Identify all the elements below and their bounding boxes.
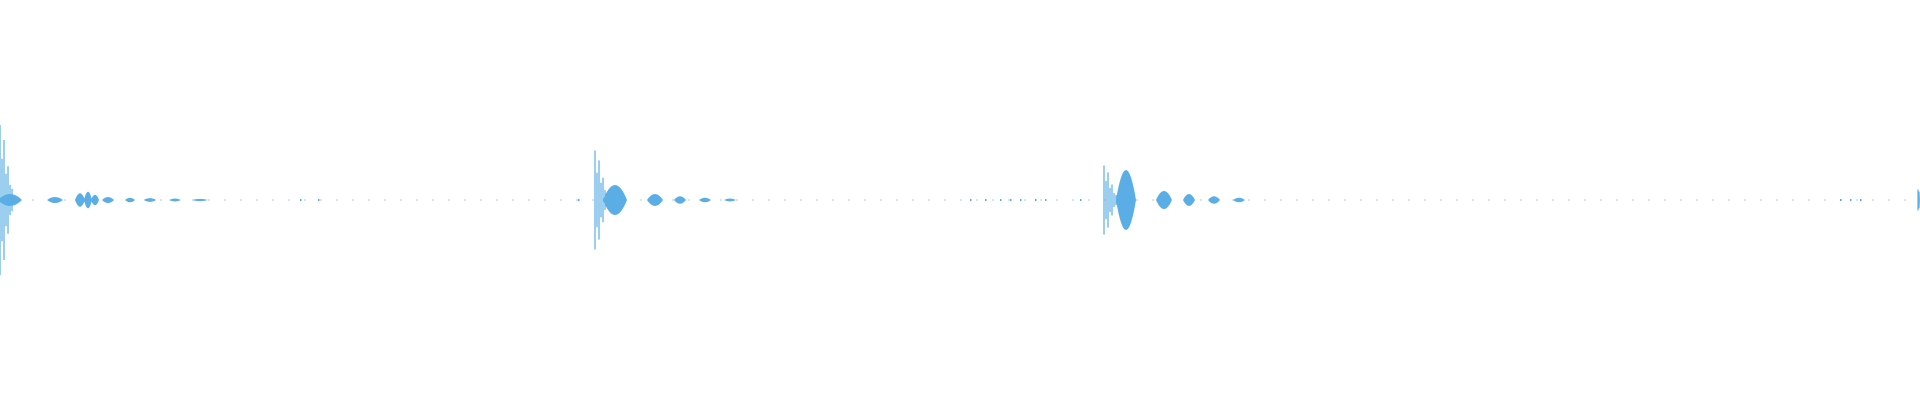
noise-dot-1 [318, 199, 320, 201]
transient-1-decay-9 [192, 198, 208, 202]
transient-1-decay-5 [102, 197, 114, 203]
transient-2-decay-2 [674, 196, 686, 204]
transient-3-decay-0 [1116, 170, 1136, 230]
noise-dot-0 [300, 199, 302, 201]
noise-dot-3 [970, 199, 972, 201]
noise-dot-4 [985, 199, 987, 201]
noise-dot-9 [1045, 199, 1047, 201]
noise-dot-7 [1020, 199, 1022, 201]
transient-3-decay-3 [1208, 196, 1220, 204]
transient-2-decay-3 [699, 197, 711, 203]
noise-dot-13 [1860, 199, 1862, 201]
transient-1-decay-0 [0, 194, 22, 206]
transient-3-decay-2 [1183, 194, 1195, 206]
transient-1-decay-7 [144, 198, 156, 202]
waveform-group [0, 125, 1920, 275]
noise-dot-11 [1840, 199, 1842, 201]
transient-1-decay-3 [84, 191, 92, 209]
transient-3-decay-4 [1233, 197, 1245, 203]
transient-1-decay-2 [75, 193, 85, 207]
noise-dot-5 [1000, 199, 1002, 201]
transient-1-decay-8 [169, 198, 181, 202]
transient-1-decay-1 [47, 197, 63, 203]
noise-dot-6 [1010, 199, 1012, 201]
noise-dot-2 [578, 199, 580, 201]
transient-2-decay-0 [603, 185, 627, 215]
transient-1-decay-4 [91, 194, 99, 206]
transient-2-decay-1 [647, 194, 663, 206]
transient-1-decay-6 [125, 197, 135, 203]
noise-dot-8 [1035, 199, 1037, 201]
transient-3-decay-1 [1156, 191, 1172, 209]
noise-dot-10 [1080, 199, 1082, 201]
noise-dot-12 [1850, 199, 1852, 201]
transient-2-decay-4 [724, 198, 736, 202]
